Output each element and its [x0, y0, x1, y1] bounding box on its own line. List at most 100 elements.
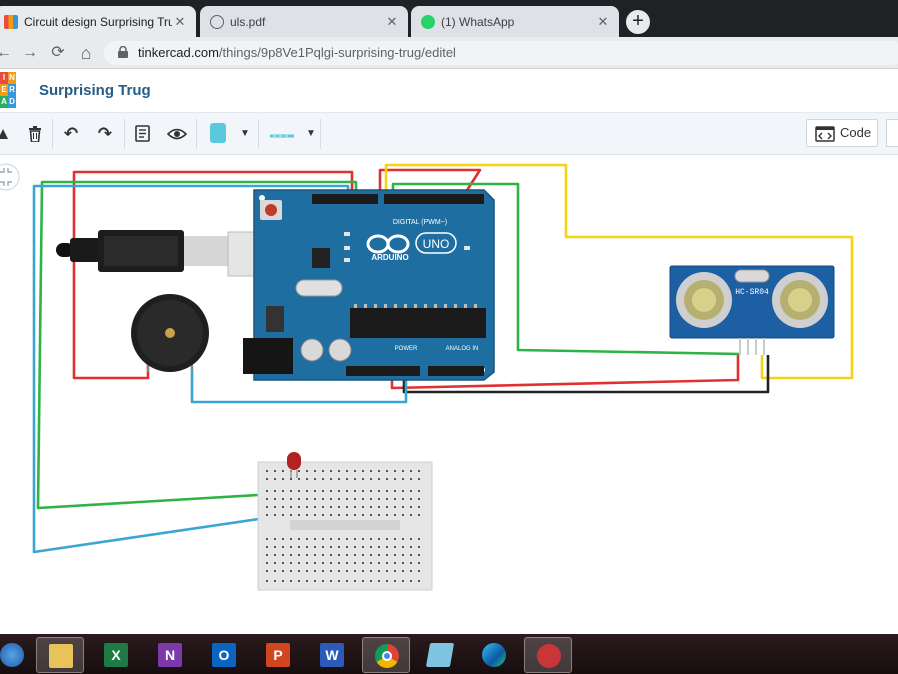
- color-dropdown-chevron-icon[interactable]: ▼: [240, 128, 250, 139]
- green-wire[interactable]: [36, 180, 358, 510]
- breadboard-hole[interactable]: [282, 580, 284, 582]
- taskbar-edge[interactable]: [470, 637, 518, 673]
- breadboard-hole[interactable]: [354, 580, 356, 582]
- breadboard-hole[interactable]: [306, 570, 308, 572]
- black-wire[interactable]: [402, 355, 770, 394]
- breadboard-hole[interactable]: [402, 538, 404, 540]
- breadboard-hole[interactable]: [386, 498, 388, 500]
- breadboard-hole[interactable]: [410, 562, 412, 564]
- green-wire[interactable]: [391, 182, 741, 356]
- breadboard-hole[interactable]: [402, 562, 404, 564]
- red-led[interactable]: [287, 452, 301, 478]
- breadboard-hole[interactable]: [370, 538, 372, 540]
- breadboard-hole[interactable]: [378, 538, 380, 540]
- breadboard-hole[interactable]: [274, 506, 276, 508]
- breadboard-hole[interactable]: [378, 554, 380, 556]
- breadboard-hole[interactable]: [298, 546, 300, 548]
- breadboard-hole[interactable]: [282, 478, 284, 480]
- blue-wire[interactable]: [190, 366, 408, 404]
- breadboard-hole[interactable]: [298, 498, 300, 500]
- notes-icon[interactable]: [129, 121, 155, 147]
- breadboard-hole[interactable]: [338, 546, 340, 548]
- breadboard-hole[interactable]: [410, 506, 412, 508]
- breadboard-hole[interactable]: [402, 580, 404, 582]
- breadboard-hole[interactable]: [322, 470, 324, 472]
- breadboard-hole[interactable]: [402, 498, 404, 500]
- back-arrow-icon[interactable]: ←: [0, 44, 12, 61]
- breadboard-hole[interactable]: [346, 538, 348, 540]
- breadboard-hole[interactable]: [314, 538, 316, 540]
- rotate-icon[interactable]: ▲: [0, 124, 12, 143]
- breadboard-hole[interactable]: [410, 490, 412, 492]
- breadboard-hole[interactable]: [322, 498, 324, 500]
- breadboard-hole[interactable]: [378, 562, 380, 564]
- breadboard-hole[interactable]: [418, 470, 420, 472]
- breadboard-hole[interactable]: [306, 580, 308, 582]
- breadboard-hole[interactable]: [402, 554, 404, 556]
- breadboard-hole[interactable]: [290, 490, 292, 492]
- breadboard-hole[interactable]: [322, 554, 324, 556]
- breadboard-hole[interactable]: [354, 554, 356, 556]
- eye-icon[interactable]: [164, 121, 190, 147]
- breadboard-hole[interactable]: [322, 478, 324, 480]
- breadboard-hole[interactable]: [394, 570, 396, 572]
- breadboard-hole[interactable]: [402, 546, 404, 548]
- breadboard-hole[interactable]: [378, 570, 380, 572]
- code-button[interactable]: Code: [806, 119, 878, 147]
- breadboard-hole[interactable]: [314, 554, 316, 556]
- breadboard-hole[interactable]: [282, 490, 284, 492]
- breadboard-hole[interactable]: [274, 514, 276, 516]
- breadboard-hole[interactable]: [282, 470, 284, 472]
- breadboard-hole[interactable]: [274, 546, 276, 548]
- breadboard-hole[interactable]: [322, 580, 324, 582]
- breadboard-hole[interactable]: [290, 498, 292, 500]
- breadboard-hole[interactable]: [386, 514, 388, 516]
- ultrasonic-sensor[interactable]: HC-SR04: [669, 265, 835, 355]
- close-icon[interactable]: ✕: [597, 13, 609, 29]
- breadboard-hole[interactable]: [290, 538, 292, 540]
- breadboard-hole[interactable]: [370, 514, 372, 516]
- breadboard-hole[interactable]: [306, 562, 308, 564]
- breadboard-hole[interactable]: [386, 490, 388, 492]
- breadboard-hole[interactable]: [338, 514, 340, 516]
- breadboard-hole[interactable]: [346, 514, 348, 516]
- breadboard-hole[interactable]: [282, 570, 284, 572]
- taskbar-notepad[interactable]: [416, 637, 464, 673]
- breadboard-hole[interactable]: [314, 570, 316, 572]
- breadboard-hole[interactable]: [282, 506, 284, 508]
- breadboard-hole[interactable]: [330, 470, 332, 472]
- breadboard-hole[interactable]: [306, 546, 308, 548]
- breadboard-hole[interactable]: [402, 506, 404, 508]
- breadboard-hole[interactable]: [418, 554, 420, 556]
- breadboard-hole[interactable]: [306, 554, 308, 556]
- taskbar-excel[interactable]: X: [92, 637, 140, 673]
- breadboard-hole[interactable]: [298, 478, 300, 480]
- breadboard-hole[interactable]: [402, 478, 404, 480]
- breadboard-hole[interactable]: [322, 570, 324, 572]
- breadboard-hole[interactable]: [370, 470, 372, 472]
- breadboard-hole[interactable]: [346, 506, 348, 508]
- breadboard-hole[interactable]: [418, 546, 420, 548]
- breadboard-hole[interactable]: [266, 562, 268, 564]
- red-wire[interactable]: [72, 170, 354, 380]
- breadboard-hole[interactable]: [322, 514, 324, 516]
- breadboard-hole[interactable]: [346, 546, 348, 548]
- tinkercad-logo[interactable]: I N E R A D: [0, 72, 16, 108]
- breadboard-hole[interactable]: [266, 478, 268, 480]
- breadboard-hole[interactable]: [362, 498, 364, 500]
- breadboard-hole[interactable]: [314, 470, 316, 472]
- wire-style-chevron-icon[interactable]: ▼: [306, 128, 316, 139]
- wire-style-icon[interactable]: [265, 121, 299, 147]
- breadboard-hole[interactable]: [394, 498, 396, 500]
- breadboard-hole[interactable]: [266, 538, 268, 540]
- url-input[interactable]: tinkercad.com/things/9p8Ve1Pqlgi-surpris…: [104, 41, 898, 65]
- breadboard[interactable]: [257, 461, 433, 591]
- breadboard-hole[interactable]: [346, 570, 348, 572]
- breadboard-hole[interactable]: [338, 570, 340, 572]
- breadboard-hole[interactable]: [314, 490, 316, 492]
- breadboard-hole[interactable]: [274, 498, 276, 500]
- breadboard-hole[interactable]: [418, 514, 420, 516]
- breadboard-hole[interactable]: [346, 554, 348, 556]
- breadboard-hole[interactable]: [410, 514, 412, 516]
- breadboard-hole[interactable]: [386, 470, 388, 472]
